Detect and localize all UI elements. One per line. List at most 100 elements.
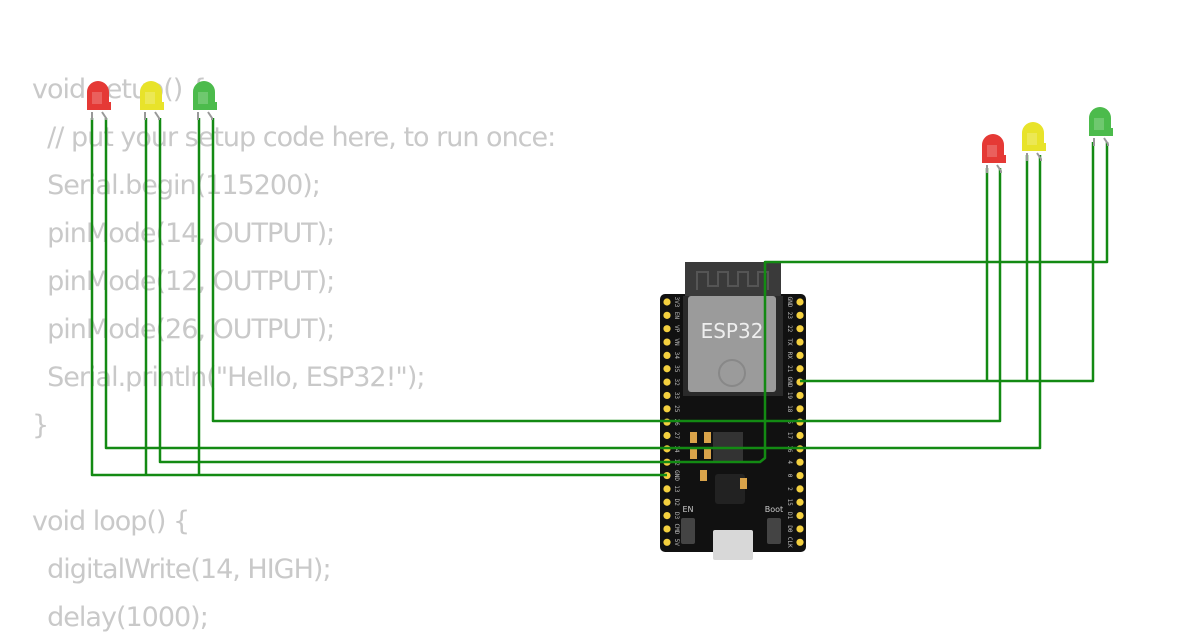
pin-label: 15 (786, 499, 793, 507)
pin-label: 22 (786, 325, 793, 333)
pin-right-4[interactable] (796, 458, 804, 466)
pin-label: 18 (786, 405, 793, 413)
pin-label: GND (786, 297, 793, 308)
pin-right-RX[interactable] (796, 351, 804, 359)
code-line: digitalWrite(14, HIGH); (32, 554, 331, 585)
wire[interactable] (104, 118, 667, 450)
pin-left-3V3[interactable] (663, 298, 671, 306)
pin-label: 0 (786, 474, 793, 478)
pin-label: 25 (673, 405, 680, 413)
pin-label: GND (786, 377, 793, 388)
pin-label: D1 (786, 512, 793, 520)
wire[interactable] (211, 118, 667, 423)
code-line: pinMode(26, OUTPUT); (32, 314, 335, 345)
pin-left-13[interactable] (663, 485, 671, 493)
pin-label: VN (673, 338, 680, 346)
led-anode-leg (1036, 152, 1042, 161)
led-anode-leg (1103, 137, 1109, 146)
led-body (982, 134, 1006, 163)
pin-label: 17 (786, 432, 793, 440)
led-body (193, 81, 217, 110)
smd-component (690, 432, 697, 443)
pin-right-2[interactable] (796, 485, 804, 493)
en-label: EN (682, 505, 693, 514)
pin-left-EN[interactable] (663, 311, 671, 319)
led-right-red[interactable] (982, 134, 1006, 173)
antenna-area (685, 262, 781, 296)
pin-right-22[interactable] (796, 325, 804, 333)
led-highlight (92, 92, 102, 104)
pin-left-25[interactable] (663, 405, 671, 413)
code-editor-background: void setup() { // put your setup code he… (32, 66, 556, 642)
antenna-trace (696, 271, 769, 290)
wire[interactable] (667, 168, 1002, 423)
pin-left-VP[interactable] (663, 325, 671, 333)
pin-label: 23 (786, 312, 793, 320)
pin-right-TX[interactable] (796, 338, 804, 346)
wire[interactable] (667, 155, 1042, 450)
led-left-yellow[interactable] (140, 81, 164, 120)
usb-chip (715, 474, 745, 504)
code-line: pinMode(14, OUTPUT); (32, 218, 335, 249)
code-line: Serial.println("Hello, ESP32!"); (32, 362, 425, 393)
code-line: } (32, 410, 49, 441)
pin-label: 33 (673, 392, 680, 400)
pin-left-34[interactable] (663, 351, 671, 359)
smd-component (690, 448, 697, 459)
pin-label: D3 (673, 512, 680, 520)
pin-left-VN[interactable] (663, 338, 671, 346)
pin-label: 2 (786, 487, 793, 491)
led-highlight (1094, 118, 1104, 130)
pin-left-27[interactable] (663, 431, 671, 440)
pin-right-19[interactable] (796, 391, 804, 400)
wire[interactable] (158, 118, 667, 464)
wire[interactable] (90, 118, 667, 477)
usb-port (713, 530, 753, 560)
pin-label: 4 (786, 460, 793, 464)
pin-left-35[interactable] (663, 365, 671, 373)
pin-left-5V[interactable] (663, 538, 671, 546)
pin-right-21[interactable] (796, 365, 804, 373)
pin-left-33[interactable] (663, 391, 671, 400)
pin-label: GND (673, 470, 680, 481)
pin-right-D1[interactable] (796, 511, 804, 520)
pin-right-D0[interactable] (796, 525, 804, 533)
led-anode-leg (996, 164, 1002, 173)
pin-left-CMD[interactable] (663, 525, 671, 533)
pin-right-GND[interactable] (796, 298, 804, 306)
code-line: void loop() { (32, 506, 190, 537)
pin-label: D0 (786, 525, 793, 533)
pin-label: CLK (786, 537, 793, 548)
pin-right-17[interactable] (796, 431, 804, 440)
led-right-yellow[interactable] (1022, 122, 1046, 161)
pin-right-18[interactable] (796, 405, 804, 413)
pin-right-CLK[interactable] (796, 538, 804, 546)
pin-right-15[interactable] (796, 498, 804, 506)
pin-right-23[interactable] (796, 311, 804, 319)
wire[interactable] (667, 142, 1109, 464)
pin-label: 21 (786, 365, 793, 373)
smd-component (704, 432, 711, 443)
pin-label: EN (673, 312, 680, 320)
pin-label: 5 (786, 420, 793, 424)
led-left-green[interactable] (193, 81, 217, 120)
led-left-red[interactable] (87, 81, 111, 120)
board-label: ESP32 (701, 319, 764, 343)
pin-label: 13 (673, 485, 680, 493)
pin-label: D2 (673, 499, 680, 507)
led-right-green[interactable] (1089, 107, 1113, 146)
pin-left-32[interactable] (663, 378, 671, 386)
pin-left-D2[interactable] (663, 498, 671, 506)
wire[interactable] (800, 142, 1095, 383)
pin-label: 19 (786, 392, 793, 400)
led-anode-leg (101, 111, 107, 120)
pin-right-0[interactable] (796, 471, 804, 480)
led-anode-leg (154, 111, 160, 120)
espressif-logo-icon (718, 359, 746, 387)
led-anode-leg (207, 111, 213, 120)
led-body (140, 81, 164, 110)
pin-left-D3[interactable] (663, 511, 671, 520)
boot-label: Boot (765, 505, 783, 514)
